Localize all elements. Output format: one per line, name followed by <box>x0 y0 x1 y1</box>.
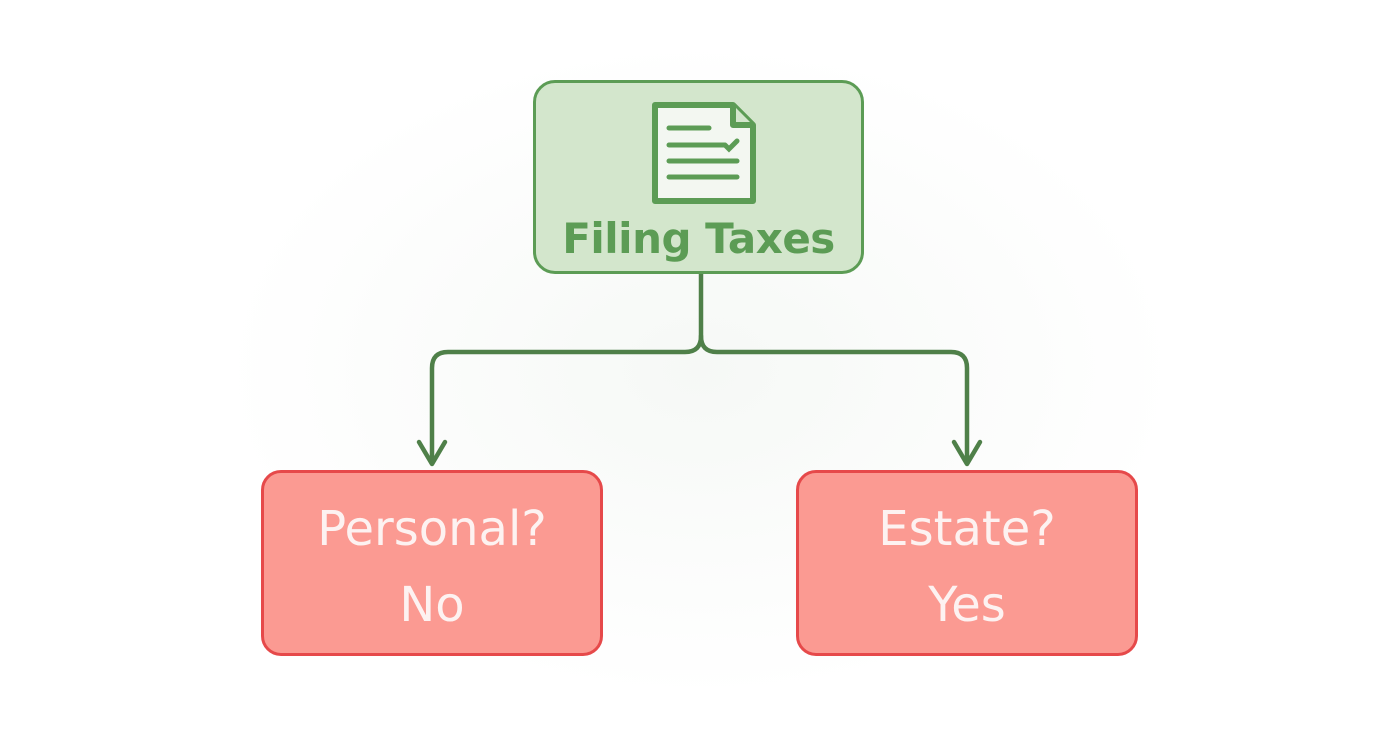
arrowhead-right <box>951 439 983 467</box>
root-node-filing-taxes: Filing Taxes <box>533 80 864 274</box>
leaf-node-estate: Estate? Yes <box>796 470 1138 656</box>
connector-stem <box>429 271 704 465</box>
leaf-answer: Yes <box>928 577 1006 633</box>
connector-right <box>698 333 970 465</box>
leaf-question: Personal? <box>317 501 547 557</box>
leaf-node-personal: Personal? No <box>261 470 603 656</box>
document-icon <box>649 101 757 211</box>
root-node-label: Filing Taxes <box>562 214 835 263</box>
leaf-answer: No <box>399 577 465 633</box>
arrowhead-left <box>416 439 448 467</box>
leaf-question: Estate? <box>878 501 1056 557</box>
